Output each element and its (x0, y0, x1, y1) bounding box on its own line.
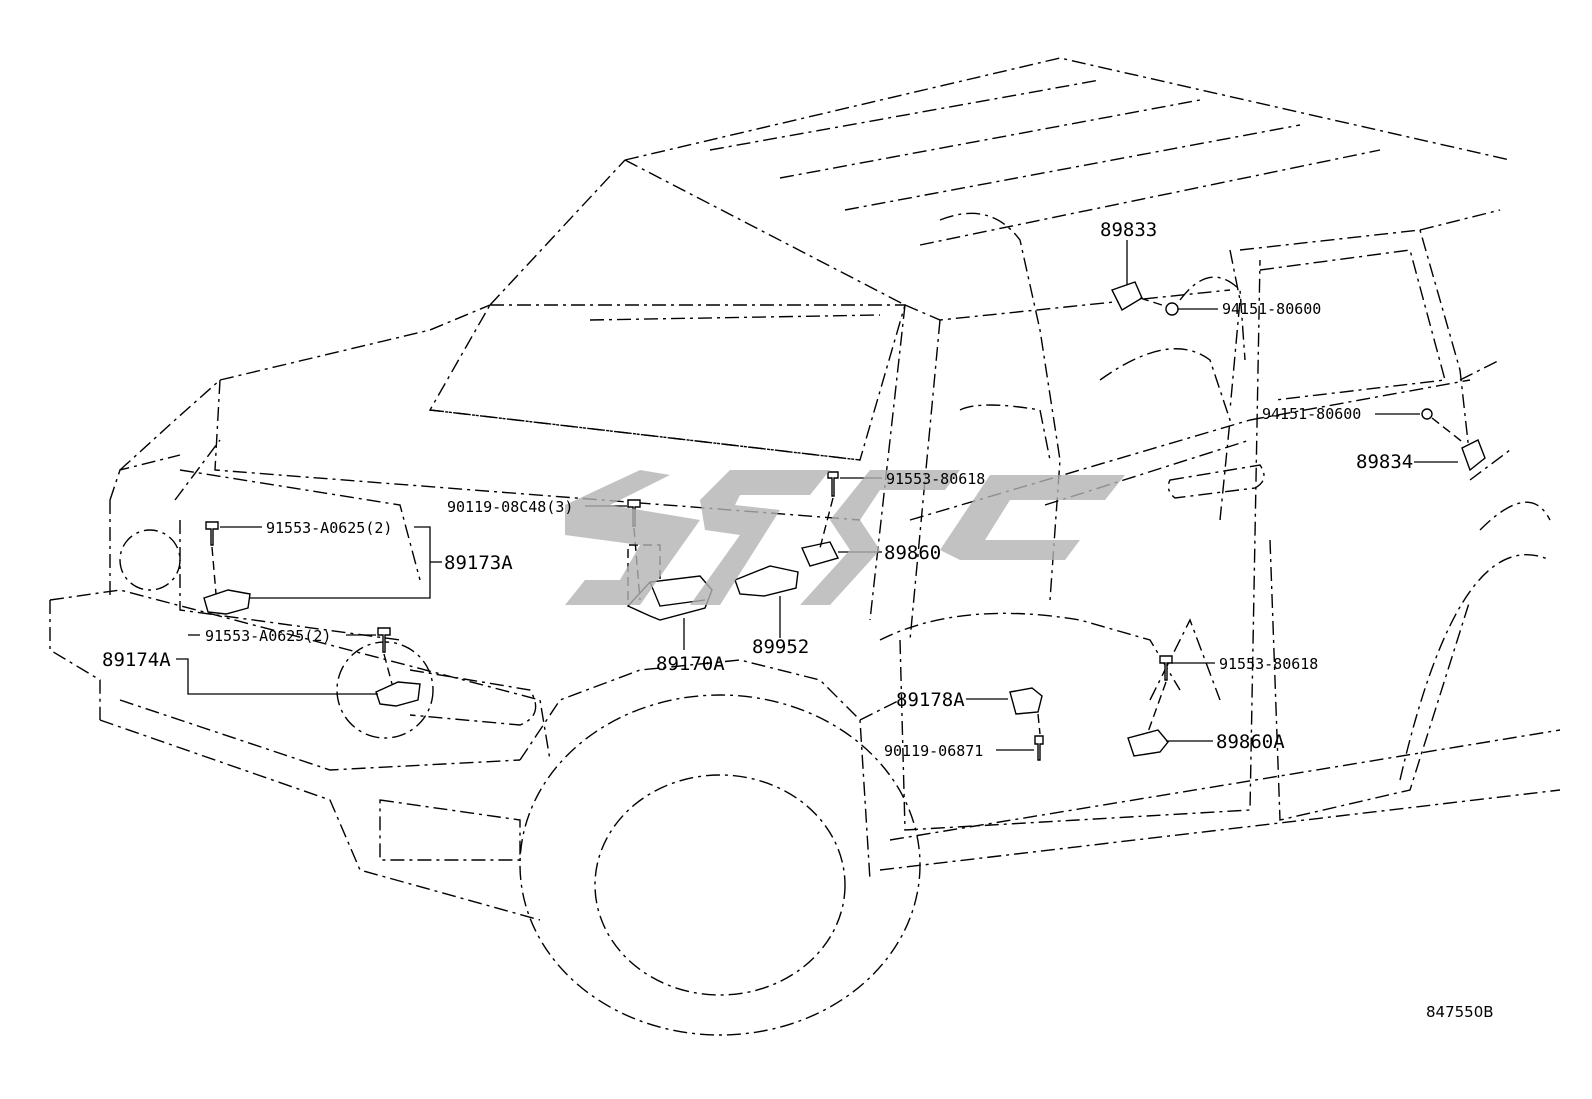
callout-89178a: 89178A (896, 689, 965, 711)
callout-89833: 89833 (1100, 219, 1157, 241)
callout-89860a: 89860A (1216, 731, 1285, 753)
bolt-91553-80618-a-icon (827, 471, 839, 497)
bolt-91553-80618-b-icon (1159, 655, 1173, 681)
sensor-89173a-icon (203, 589, 251, 615)
callout-90119-08c48: 90119-08C48(3) (447, 498, 573, 516)
nut-94151-a-icon (1165, 302, 1179, 316)
bolt-91553-a0625-b-icon (377, 627, 391, 653)
sensor-89834-icon (1461, 439, 1486, 472)
sensor-89860a-icon (1127, 729, 1169, 757)
sensor-89174a-icon (375, 681, 421, 707)
watermark-logo (565, 470, 1125, 605)
sensor-89833-icon (1111, 281, 1143, 311)
diagram-code: 847550B (1426, 1003, 1494, 1021)
bolt-91553-a0625-a-icon (205, 521, 219, 546)
callout-89860: 89860 (884, 542, 941, 564)
callout-labels: 89833 94151-80600 94151-80600 89834 9155… (102, 219, 1413, 760)
callout-89174a: 89174A (102, 649, 171, 671)
callout-89173a: 89173A (444, 552, 513, 574)
callout-89834: 89834 (1356, 451, 1413, 473)
callout-89170a: 89170A (656, 653, 725, 675)
sensor-89178a-icon (1009, 687, 1043, 715)
callout-94151-80600-upper: 94151-80600 (1222, 300, 1321, 318)
callout-91553-80618-lower: 91553-80618 (1219, 655, 1318, 673)
nut-94151-b-icon (1421, 408, 1433, 420)
callout-89952: 89952 (752, 636, 809, 658)
callout-91553-a0625-lower: 91553-A0625(2) (205, 627, 331, 645)
bolt-90119-06871-icon (1034, 735, 1044, 761)
callout-90119-06871: 90119-06871 (884, 742, 983, 760)
vehicle-outline (49, 57, 1561, 1036)
callout-94151-80600-lower: 94151-80600 (1262, 405, 1361, 423)
parts (203, 281, 1486, 761)
callout-91553-a0625-upper: 91553-A0625(2) (266, 519, 392, 537)
callout-91553-80618-upper: 91553-80618 (886, 470, 985, 488)
part-89952-icon (734, 565, 799, 597)
